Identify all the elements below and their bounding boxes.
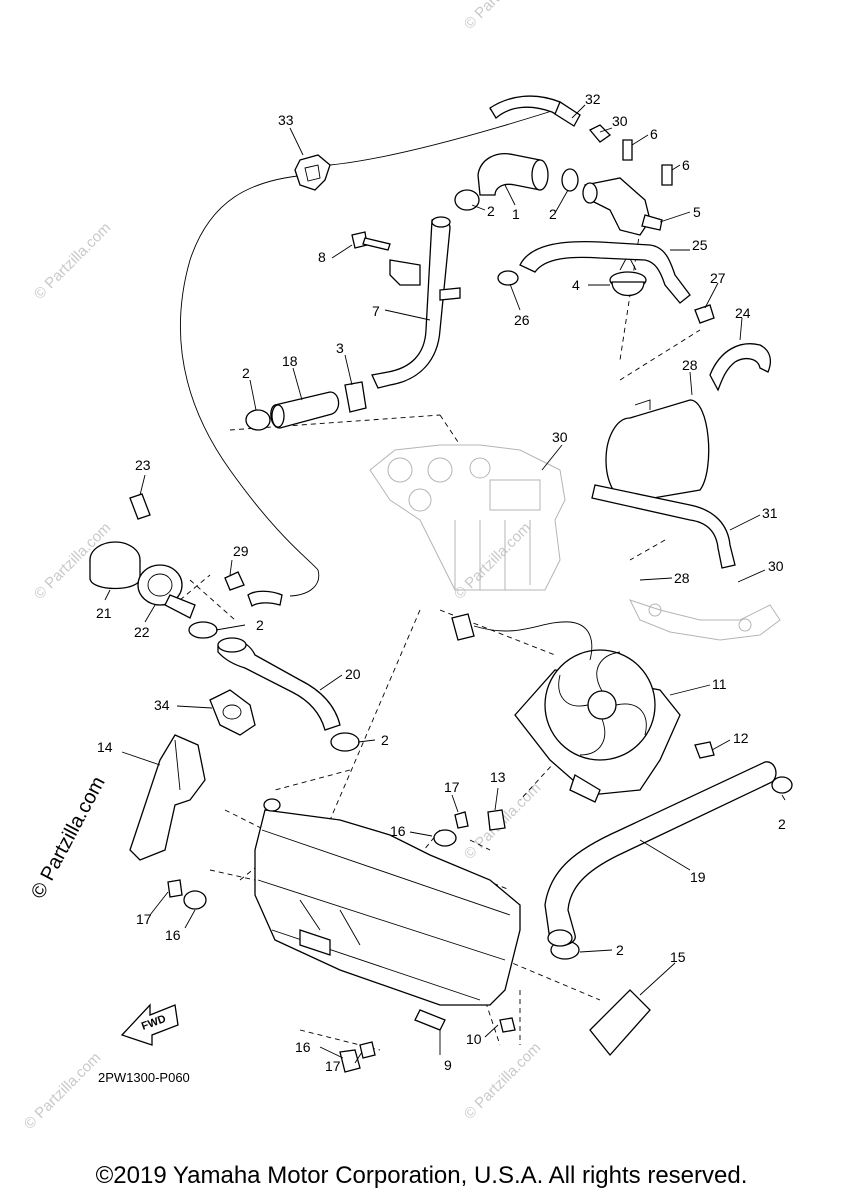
- callout-19: 19: [690, 869, 706, 885]
- callout-17c: 17: [325, 1058, 341, 1074]
- callout-11: 11: [712, 676, 727, 692]
- part-3-clamp: [344, 381, 367, 413]
- callout-4: 4: [572, 277, 580, 293]
- watermark-1: © Partzilla.com: [31, 219, 114, 302]
- part-18-hose: [270, 391, 340, 429]
- leader-lines: [104, 104, 786, 1064]
- callout-21: 21: [96, 605, 112, 621]
- part-14-cover: [129, 734, 206, 861]
- hose-clamps: [188, 168, 793, 960]
- copyright-notice: ©2019 Yamaha Motor Corporation, U.S.A. A…: [95, 1162, 748, 1189]
- callout-27: 27: [710, 270, 726, 286]
- part-22-filler-neck: [137, 564, 196, 619]
- callout-2a: 2: [487, 203, 495, 219]
- part-34-fitting: [209, 689, 256, 736]
- rubber-mounts: [167, 809, 516, 1073]
- callout-2d: 2: [256, 617, 264, 633]
- watermark-5: © Partzilla.com: [461, 1039, 544, 1122]
- part-7-pipe: [371, 216, 461, 389]
- callout-33: 33: [278, 112, 294, 128]
- part-32-hose: [489, 95, 581, 127]
- callout-2e: 2: [381, 732, 389, 748]
- callout-13: 13: [490, 769, 506, 785]
- part-24-hose: [709, 343, 771, 392]
- part-1-hose: [477, 153, 549, 196]
- assembly-lines: [179, 229, 701, 1051]
- callout-34: 34: [154, 697, 170, 713]
- part-19-hose: [544, 761, 777, 947]
- part-5-thermostat-cover: [582, 124, 673, 236]
- callout-28b: 28: [674, 570, 690, 586]
- callout-22: 22: [134, 624, 150, 640]
- callout-1: 1: [512, 206, 520, 222]
- part-31-hose: [591, 484, 736, 569]
- callout-30c: 30: [768, 558, 784, 574]
- callout-16a: 16: [390, 823, 406, 839]
- part-8-bolt: [351, 231, 421, 286]
- callout-20: 20: [345, 666, 361, 682]
- callout-2g: 2: [616, 942, 624, 958]
- engine-block: [369, 444, 781, 641]
- callout-26: 26: [514, 312, 530, 328]
- callout-numbers: 32 33 30 6 6 1 2 2 5 25 8 27 4 26 7 24 3…: [96, 91, 786, 1074]
- parts-26-27-clamps: [497, 270, 715, 324]
- fan-connector: [451, 613, 593, 661]
- callout-2b: 2: [549, 206, 557, 222]
- part-15-guard: [589, 989, 651, 1057]
- watermark-6: © Partzilla.com: [21, 1049, 104, 1132]
- callout-16b: 16: [165, 927, 181, 943]
- callout-30b: 30: [552, 429, 568, 445]
- callout-31: 31: [762, 505, 778, 521]
- callout-3: 3: [336, 340, 344, 356]
- callout-6a: 6: [650, 126, 658, 142]
- part-9-radiator: [254, 798, 521, 1031]
- callout-30a: 30: [612, 113, 628, 129]
- callout-18: 18: [282, 353, 298, 369]
- brand-mark: © Partzilla.com: [27, 773, 110, 902]
- fwd-arrow-icon: FWD: [120, 1003, 179, 1046]
- part-20-hose: [217, 637, 341, 731]
- callout-15: 15: [670, 949, 686, 965]
- callout-23: 23: [135, 457, 151, 473]
- callout-28a: 28: [682, 357, 698, 373]
- callout-16c: 16: [295, 1039, 311, 1055]
- part-25-hose: [519, 240, 691, 304]
- part-12-bolt: [694, 741, 715, 759]
- callout-14: 14: [97, 739, 113, 755]
- callout-12: 12: [733, 730, 749, 746]
- part-11-fan: [514, 649, 681, 803]
- callout-17b: 17: [136, 911, 152, 927]
- callout-17a: 17: [444, 779, 460, 795]
- callout-9: 9: [444, 1057, 452, 1073]
- callout-29: 29: [233, 543, 249, 559]
- callout-24: 24: [735, 305, 751, 321]
- part-23-bolt: [129, 493, 151, 520]
- coolant-reservoir: [605, 399, 710, 503]
- watermark-7: © Partzilla.com: [461, 0, 544, 33]
- callout-10: 10: [466, 1031, 482, 1047]
- part-4-thermostat: [609, 254, 647, 296]
- part-21-radiator-cap: [89, 541, 141, 590]
- callout-5: 5: [693, 204, 701, 220]
- callout-7: 7: [372, 303, 380, 319]
- callout-6b: 6: [682, 157, 690, 173]
- part-33-clip: [294, 154, 331, 191]
- callout-8: 8: [318, 249, 326, 265]
- drawing-code: 2PW1300-P060: [98, 1070, 190, 1085]
- callout-2c: 2: [242, 365, 250, 381]
- callout-2f: 2: [778, 816, 786, 832]
- callout-32: 32: [585, 91, 601, 107]
- part-29-clamp: [224, 571, 283, 607]
- callout-25: 25: [692, 237, 708, 253]
